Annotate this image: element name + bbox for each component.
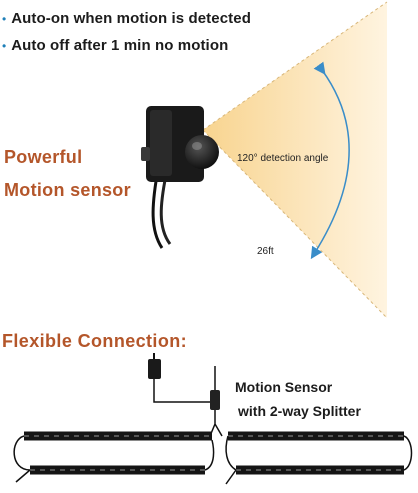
headline-motion-sensor: Motion sensor xyxy=(4,180,131,200)
detection-angle-label: 120° detection angle xyxy=(237,153,329,164)
motion-sensor-device xyxy=(141,106,219,182)
section-title-flexible-connection: Flexible Connection: xyxy=(2,331,188,351)
feature-text: Auto off after 1 min no motion xyxy=(11,37,229,54)
detection-distance-label: 26ft xyxy=(257,246,274,257)
feature-auto-on: • Auto-on when motion is detected xyxy=(2,10,251,27)
detection-beam xyxy=(202,1,388,319)
wiring-diagram xyxy=(13,353,413,485)
wiring-label-splitter: with 2-way Splitter xyxy=(238,403,361,419)
headline-powerful: Powerful xyxy=(4,147,83,167)
wiring-label-motion-sensor: Motion Sensor xyxy=(235,379,333,395)
feature-auto-off: • Auto off after 1 min no motion xyxy=(2,37,228,54)
feature-text: Auto-on when motion is detected xyxy=(11,10,251,27)
bullet-dot: • xyxy=(2,38,7,53)
bullet-dot: • xyxy=(2,11,7,26)
sensor-cable xyxy=(151,174,164,249)
angle-arc xyxy=(310,61,350,260)
